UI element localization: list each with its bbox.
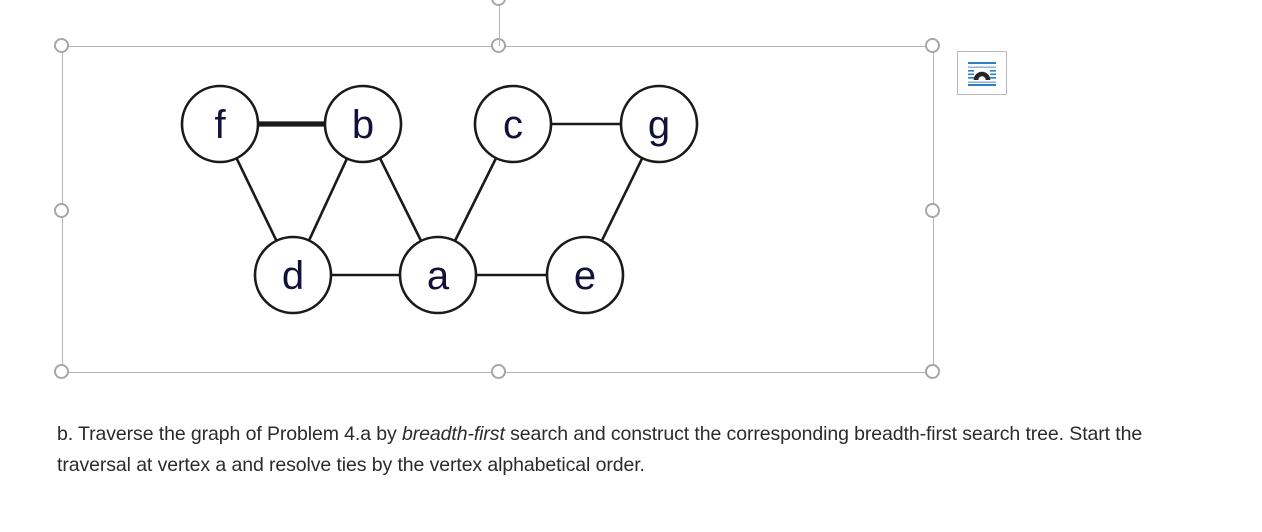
graph-node-a: a xyxy=(398,235,478,315)
handle-bottom-center[interactable] xyxy=(491,364,506,379)
handle-middle-left[interactable] xyxy=(54,203,69,218)
graph-node-circle-g xyxy=(619,84,699,164)
graph-node-circle-b xyxy=(323,84,403,164)
handle-bottom-right[interactable] xyxy=(925,364,940,379)
graph-node-label-g: g xyxy=(648,103,670,147)
handle-bottom-left[interactable] xyxy=(54,364,69,379)
graph-node-label-d: d xyxy=(282,254,304,298)
picture-selection-frame[interactable] xyxy=(54,38,940,379)
rotation-handle[interactable] xyxy=(491,0,506,6)
layout-options-button[interactable] xyxy=(957,51,1007,95)
graph-node-label-e: e xyxy=(574,254,596,298)
graph-node-g: g xyxy=(619,84,699,164)
graph-node-circle-f xyxy=(180,84,260,164)
handle-top-center[interactable] xyxy=(491,38,506,53)
paragraph-emphasis: breadth-first xyxy=(402,422,505,445)
graph-edge-b-d xyxy=(307,157,349,242)
text-wrapping-icon xyxy=(968,62,996,86)
graph-node-d: d xyxy=(253,235,333,315)
handle-top-left[interactable] xyxy=(54,38,69,53)
graph-node-label-c: c xyxy=(503,103,523,147)
graph-node-f: f xyxy=(180,84,260,164)
graph-edges-layer xyxy=(234,121,644,277)
graph-node-e: e xyxy=(545,235,625,315)
graph-edge-b-a xyxy=(378,156,423,243)
graph-node-c: c xyxy=(473,84,553,164)
graph-nodes-layer: f b c g d a e xyxy=(180,84,699,315)
graph-node-label-f: f xyxy=(214,103,226,147)
graph-edge-a-c xyxy=(453,156,498,243)
graph-node-circle-c xyxy=(473,84,553,164)
handle-middle-right[interactable] xyxy=(925,203,940,218)
graph-svg: f b c g d a e xyxy=(180,84,699,315)
graph-node-circle-e xyxy=(545,235,625,315)
graph-node-label-a: a xyxy=(427,254,450,298)
graph-picture[interactable]: f b c g d a e xyxy=(62,46,933,372)
question-paragraph: b. Traverse the graph of Problem 4.a by … xyxy=(57,419,1212,481)
graph-node-b: b xyxy=(323,84,403,164)
graph-edge-e-g xyxy=(600,156,644,243)
graph-node-label-b: b xyxy=(352,103,374,147)
graph-edge-f-d xyxy=(234,156,279,243)
paragraph-prefix: b. Traverse the graph of Problem 4.a by xyxy=(57,422,403,445)
handle-top-right[interactable] xyxy=(925,38,940,53)
graph-node-circle-d xyxy=(253,235,333,315)
paragraph-suffix: search and construct the corresponding b… xyxy=(57,422,1143,476)
rotation-handle-stem xyxy=(499,0,500,46)
graph-node-circle-a xyxy=(398,235,478,315)
